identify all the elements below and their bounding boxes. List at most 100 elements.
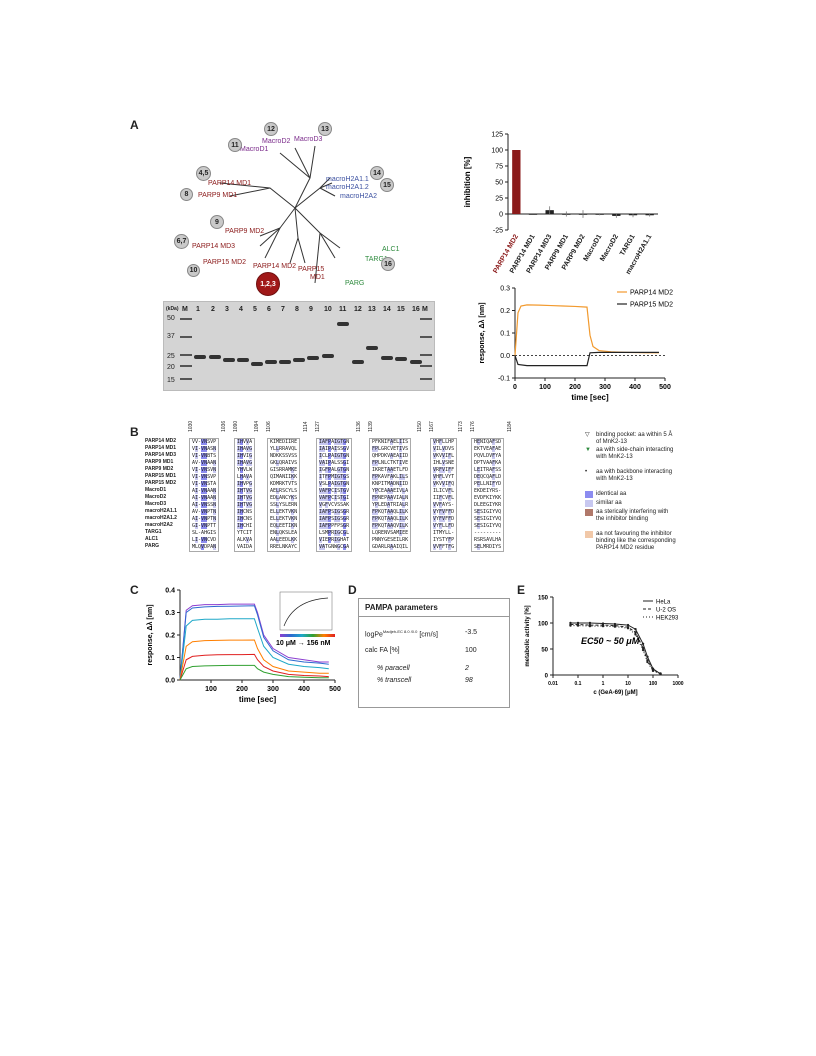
alignment-residue: N: [282, 544, 286, 550]
alignment-residue: V: [489, 453, 493, 459]
alignment-residue: P: [328, 439, 332, 445]
alignment-residue: Q: [477, 453, 481, 459]
alignment-residue: I: [483, 516, 487, 522]
data-point: [626, 627, 630, 630]
alignment-residue: I: [396, 488, 400, 494]
alignment-residue: E: [279, 537, 283, 543]
alignment-residue: G: [343, 439, 347, 445]
alignment-residue: E: [276, 544, 280, 550]
alignment-residue: G: [249, 488, 253, 494]
alignment-residue: A: [322, 509, 326, 515]
alignment-residue: I: [334, 537, 338, 543]
alignment-residue: R: [492, 488, 496, 494]
gel-lane-label: 10: [324, 306, 332, 313]
alignment-residue: A: [442, 502, 446, 508]
alignment-residue: A: [489, 467, 493, 473]
alignment-residue: I: [325, 446, 329, 452]
alignment-residue: H: [436, 439, 440, 445]
alignment-row: IHCHI: [237, 523, 252, 530]
alignment-residue: V: [201, 544, 205, 550]
alignment-residue: D: [381, 453, 385, 459]
alignment-residue: E: [477, 439, 481, 445]
tree-badge: 15: [380, 178, 394, 192]
alignment-residue: L: [288, 537, 292, 543]
alignment-residue: D: [213, 537, 217, 543]
alignment-residue: N: [213, 495, 217, 501]
alignment-residue: I: [433, 460, 437, 466]
alignment-residue: R: [270, 544, 274, 550]
alignment-residue: I: [288, 523, 292, 529]
alignment-residue: S: [285, 530, 289, 536]
alignment-residue: F: [445, 509, 449, 515]
alignment-residue: E: [381, 488, 385, 494]
alignment-residue: S: [340, 516, 344, 522]
alignment-residue: T: [210, 481, 214, 487]
alignment-row: VI-VNSVN: [192, 467, 217, 474]
alignment-row: VRFVIFF: [433, 467, 454, 474]
alignment-residue: I: [399, 523, 403, 529]
alignment-residue: A: [343, 537, 347, 543]
alignment-row: IAIPAISSGV: [319, 446, 349, 453]
alignment-residue: A: [390, 453, 394, 459]
alignment-row: AALEEDLKK: [270, 537, 297, 544]
alignment-residue: C: [378, 488, 382, 494]
pampa-row-label: logPe: [365, 631, 383, 639]
alignment-residue: P: [213, 439, 217, 445]
gel-band: [307, 356, 319, 360]
alignment-residue: S: [207, 467, 211, 473]
alignment-residue: S: [340, 502, 344, 508]
alignment-residue: I: [436, 446, 440, 452]
alignment-residue: V: [319, 488, 323, 494]
data-point: [634, 631, 637, 634]
gel-lane-label: 12: [354, 306, 362, 313]
alignment-residue: S: [337, 502, 341, 508]
y-tick-label: 0.0: [165, 678, 175, 685]
alignment-residue: T: [396, 467, 400, 473]
alignment-row: IYSTYFP: [433, 537, 454, 544]
alignment-residue: H: [436, 460, 440, 466]
alignment-seq-name: MacroD1: [145, 487, 167, 493]
data-point: [588, 621, 592, 625]
gel-lane-label: 1: [196, 306, 200, 313]
alignment-residue: D: [498, 474, 502, 480]
alignment-residue: -: [198, 481, 202, 487]
alignment-residue: L: [276, 502, 280, 508]
alignment-residue: E: [270, 530, 274, 536]
alignment-residue: Y: [372, 502, 376, 508]
alignment-residue: A: [393, 530, 397, 536]
alignment-residue: V: [210, 537, 214, 543]
alignment-residue: C: [483, 474, 487, 480]
alignment-residue: I: [334, 439, 338, 445]
alignment-residue: -: [495, 530, 499, 536]
alignment-residue: V: [436, 544, 440, 550]
alignment-residue: L: [451, 453, 455, 459]
alignment-residue: R: [291, 502, 295, 508]
alignment-residue: I: [237, 453, 241, 459]
alignment-residue: S: [405, 439, 409, 445]
alignment-residue: K: [294, 537, 298, 543]
alignment-residue: E: [474, 488, 478, 494]
alignment-residue: Y: [372, 488, 376, 494]
alignment-residue: I: [195, 502, 199, 508]
y-tick-label: 100: [538, 622, 549, 628]
alignment-residue: A: [486, 460, 490, 466]
alignment-residue: G: [343, 488, 347, 494]
alignment-row: ITMYLL-: [433, 530, 454, 537]
alignment-residue: S: [207, 481, 211, 487]
alignment-row: YLLRRAVQL: [270, 446, 297, 453]
alignment-residue: S: [322, 530, 326, 536]
alignment-residue: M: [276, 474, 280, 480]
alignment-residue: -: [198, 488, 202, 494]
alignment-residue: R: [436, 467, 440, 473]
alignment-residue: L: [402, 509, 406, 515]
alignment-residue: S: [331, 509, 335, 515]
y-tick-label: 0.3: [165, 610, 175, 617]
alignment-residue: A: [390, 509, 394, 515]
alignment-residue: I: [399, 453, 403, 459]
alignment-residue: N: [346, 481, 350, 487]
alignment-residue: K: [291, 495, 295, 501]
alignment-residue: N: [448, 460, 452, 466]
alignment-seq-name: PARP9 MD1: [145, 459, 174, 465]
alignment-residue: F: [325, 488, 329, 494]
